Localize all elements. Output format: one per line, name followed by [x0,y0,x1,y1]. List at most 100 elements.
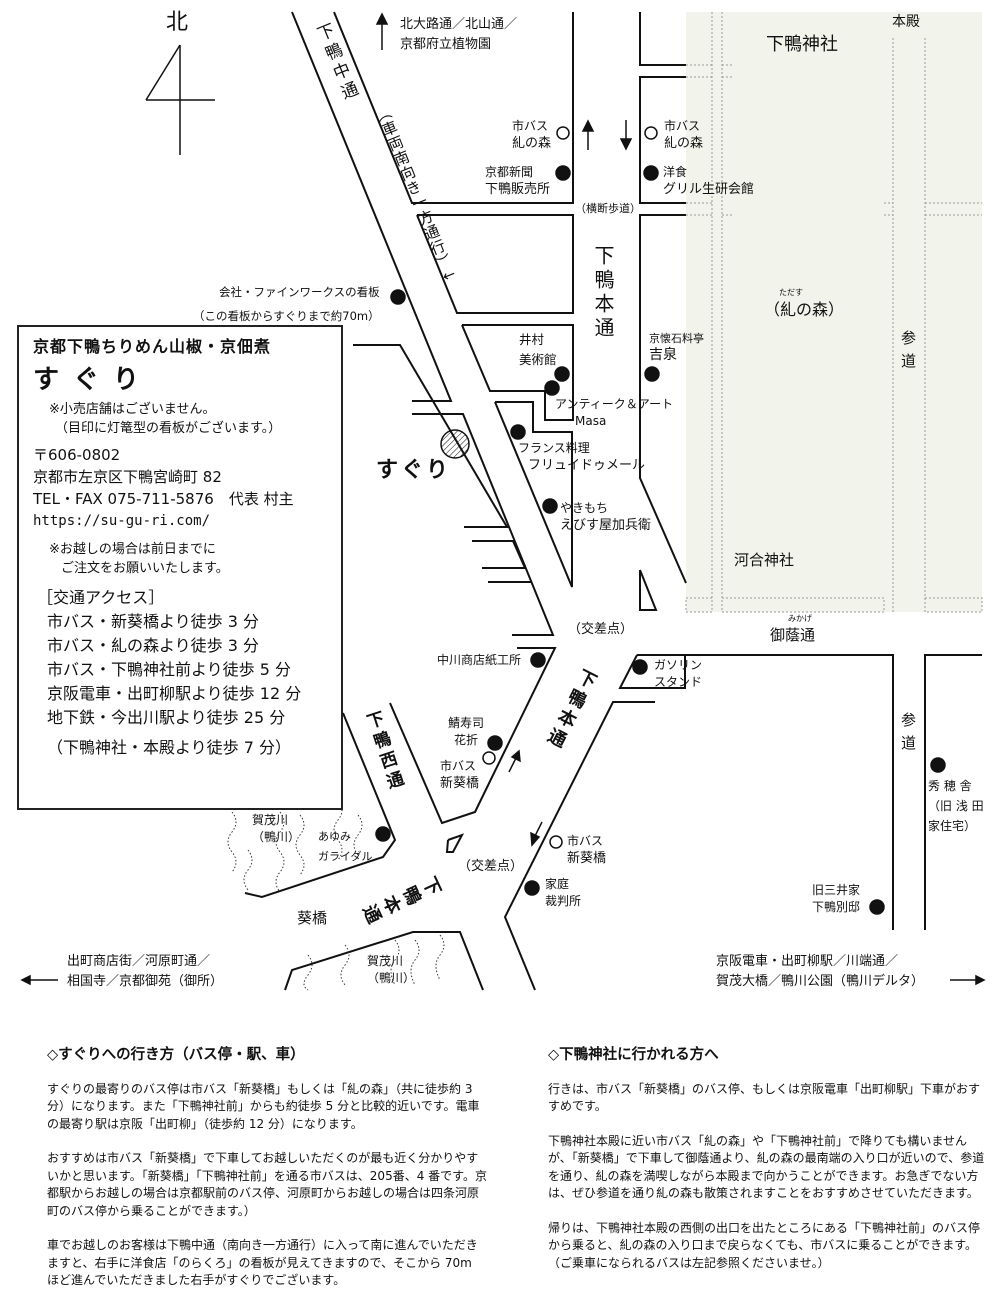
section-paragraph: おすすめは市バス「新葵橋」で下車してお越しいただくのが最も近く分かりやすいかと思… [47,1151,487,1218]
landmark-ebisuya: やきもちえびす屋加兵衛 [560,500,651,534]
label-line: ガソリン [654,658,703,672]
landmark-family-court: 家庭裁判所 [545,876,581,910]
label-line: Masa [575,414,607,428]
note-line: ※お越しの場合は前日までに [49,542,216,557]
postal-code: 〒606-0802 [33,446,121,464]
landmark-mitsui-villa: 旧三井家下鴨別邸 [812,882,860,916]
access-title: ［交通アクセス］ [37,588,165,607]
shrine-forest-area [686,12,982,612]
label-line: 秀 穂 舎 [928,779,972,793]
label-line: 新葵橋 [567,851,607,866]
bus-stop-tadasu-east: 市バス糺の森 [664,118,703,152]
forest-label: （糺の森） [764,300,845,319]
section-paragraph: 下鴨神社本殿に近い市バス「糺の森」や「下鴨神社前」で降りても構いませんが、「新葵… [548,1133,985,1201]
label-line: 市バス [567,834,604,848]
bus-stop-shin-aoibashi-west: 市バス新葵橋 [440,758,479,792]
label-line: 下鴨別邸 [812,900,861,914]
label-line: 京都新聞 [485,165,534,179]
label-line: フリュイドゥメール [528,458,646,473]
access-item: 市バス・糺の森より徒歩 3 分 [47,636,260,655]
shop-address-block: 〒606-0802 京都市左京区下鴨宮崎町 82 TEL・FAX 075-711… [33,444,341,532]
retail-note: ※小売店舗はございません。 （目印に灯篭型の看板がございます。） [49,400,341,438]
label-line: 旧三井家 [812,883,861,897]
direction-east: 京阪電車・出町柳駅／川端通／賀茂大橋／鴨川公園（鴨川デルタ） [716,952,924,992]
landmark-hanaore: 鯖寿司花折 [448,715,484,749]
shrine-name: 下鴨神社 [766,34,838,55]
forest-paths [685,12,983,613]
arrows [20,12,986,986]
forest-ruby: ただす [779,288,803,297]
landmark-gas-station: ガソリンスタンド [654,657,702,691]
section-title: ◇下鴨神社に行かれる方へ [548,1047,719,1063]
section-title: ◇すぐりへの行き方（バス停・駅、車） [47,1047,305,1063]
label-line: 花折 [454,733,479,747]
label-line: 糺の森 [664,136,704,151]
direction-west: 出町商店街／河原町通／相国寺／京都御苑（御所） [67,952,223,992]
north-compass [145,44,215,155]
label-line: （鴨川） [252,830,301,844]
label-line: 鯖寿司 [448,716,485,730]
label-line: 会社・ファインワークスの看板 [218,285,380,299]
label-line: 中川商店紙工所 [437,653,522,667]
label-line: 市バス [440,759,477,773]
section-paragraph: すぐりの最寄りのバス停は市バス「新葵橋」もしくは「糺の森」（共に徒歩約 3 分）… [47,1081,480,1131]
destination-line: 京都府立植物園 [400,37,492,52]
river-waves [227,799,445,991]
river-kamo-upper: 賀茂川（鴨川） [252,812,300,846]
intersection-lower: （交差点） [458,859,524,874]
label-line: 市バス [664,119,701,133]
order-note: ※お越しの場合は前日までに ご注文をお願いいたします。 [49,540,341,578]
shrine-walk-time: （下鴨神社・本殿より徒歩 7 分） [47,738,292,757]
landmark-kyoto-shimbun: 京都新聞下鴨販売所 [485,164,550,198]
section-shimogamo-shrine-visitors: ◇下鴨神社に行かれる方へ 行きは、市バス「新葵橋」のバス停、もしくは京阪電車「出… [548,1047,988,1289]
label-line: 裁判所 [545,894,582,908]
suguri-location-marker [440,429,470,459]
access-item: 地下鉄・今出川駅より徒歩 25 分 [47,708,286,727]
landmark-fruits-de-mer: フランス料理フリュイドゥメール [518,440,645,474]
label-line: やきもち [560,501,609,515]
landmark-ayumi-bridal: あゆみガライダル [318,827,373,867]
aoi-bridge-label: 葵橋 [297,909,328,927]
label-line: 京懐石料亭 [649,332,704,345]
label-line: グリル生研会館 [663,182,755,197]
shrine-honden: 本殿 [892,14,920,30]
markers [375,126,946,915]
bus-stop-tadasu-west: 市バス糺の森 [512,118,551,152]
landmark-fineworks: 会社・ファインワークスの看板 （この看板からすぐりまで約70m） [193,280,380,328]
label-line: （この看板からすぐりまで約70m） [193,309,380,323]
label-line: 井村 [519,332,545,347]
destination-line: 北大路通／北山通／ [400,17,518,32]
label-line: 下鴨販売所 [485,182,551,197]
landmark-nakagawa: 中川商店紙工所 [437,652,521,669]
label-line: （鴨川） [367,971,416,985]
sando-lower: 参道 [899,712,917,758]
access-list: ［交通アクセス］ 市バス・新葵橋より徒歩 3 分 市バス・糺の森より徒歩 3 分… [37,586,341,760]
sando-upper: 参道 [899,330,917,376]
bus-stop-shin-aoibashi-east: 市バス新葵橋 [567,833,606,867]
landmark-kissen: 京懐石料亭吉泉 [649,330,704,364]
shop-info-box: 京都下鴨ちりめん山椒・京佃煮 すぐり ※小売店舗はございません。 （目印に灯篭型… [17,325,343,810]
label-line: アンティーク＆アート [555,397,674,411]
label-line: （旧 浅 田 [928,799,984,813]
phone: TEL・FAX 075-711-5876 代表 村主 [33,490,294,508]
website-link[interactable]: https://su-gu-ri.com/ [33,513,211,529]
label-line: 京阪電車・出町柳駅／川端通／ [716,954,899,969]
landmark-imura-museum: 井村美術館 [519,330,557,370]
label-line: 家住宅） [928,819,977,833]
label-line: 賀茂川 [367,954,404,968]
label-line: あゆみ [318,830,351,843]
intersection-upper: （交差点） [568,622,634,637]
map-drawing [20,11,986,991]
label-line: 市バス [512,119,549,133]
section-how-to-get-to-suguri: ◇すぐりへの行き方（バス停・駅、車） すぐりの最寄りのバス停は市バス「新葵橋」も… [47,1047,487,1307]
landmark-shusuisha: 秀 穂 舎 （旧 浅 田家住宅） [928,776,984,836]
label-line: 吉泉 [649,347,677,363]
address: 京都市左京区下鴨宮崎町 82 [33,468,222,486]
landmark-grill: 洋食グリル生研会館 [663,164,754,198]
label-line: 家庭 [545,877,570,891]
label-line: 糺の森 [512,136,552,151]
section-paragraph: 帰りは、下鴨神社本殿の西側の出口を出たところにある「下鴨神社前」のバス停から乗る… [548,1220,981,1270]
mikage-ruby: みかげ [788,614,812,623]
label-line: ガライダル [318,850,373,863]
label-line: 出町商店街／河原町通／ [67,954,211,969]
